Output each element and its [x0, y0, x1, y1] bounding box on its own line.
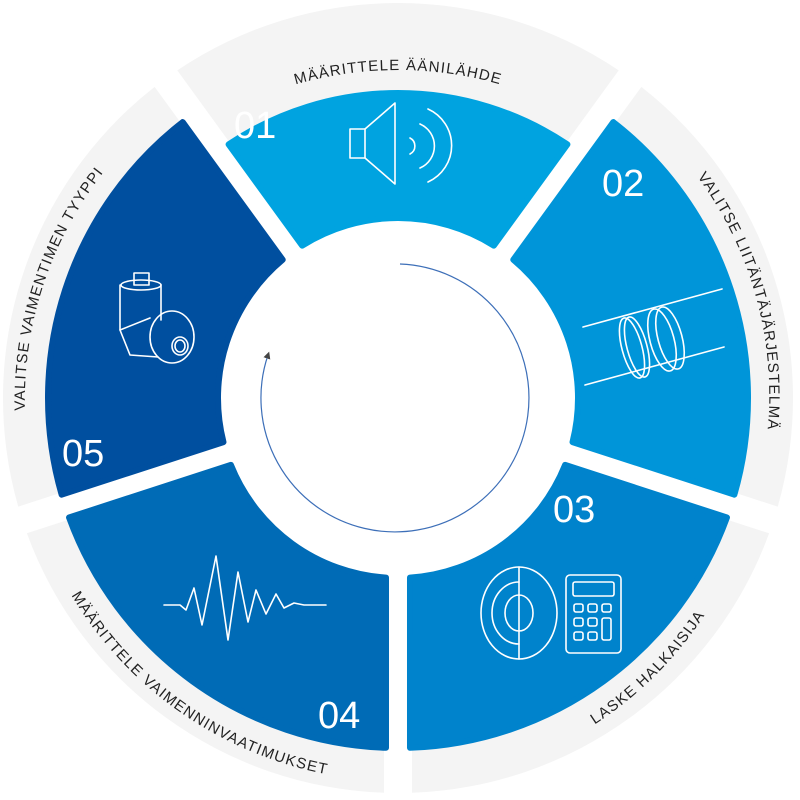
- step-number-02: 02: [602, 163, 644, 205]
- step-segment-02[interactable]: [510, 119, 751, 498]
- step-number-01: 01: [234, 105, 276, 147]
- step-segment-03[interactable]: [406, 461, 730, 751]
- step-segment-05[interactable]: [45, 119, 286, 498]
- center-circle: [232, 232, 564, 564]
- step-segment-01[interactable]: [225, 90, 571, 249]
- cycle-arrow: [260, 263, 530, 533]
- step-number-03: 03: [553, 489, 595, 531]
- step-number-05: 05: [62, 433, 104, 475]
- step-segment-04[interactable]: [66, 461, 390, 751]
- waveform-icon: [163, 555, 327, 641]
- calculator-icon: [480, 566, 622, 660]
- silencer-icon: [119, 272, 195, 364]
- step-number-04: 04: [318, 695, 360, 737]
- speaker-icon: [349, 102, 453, 185]
- duct-connection-icon: [582, 288, 725, 386]
